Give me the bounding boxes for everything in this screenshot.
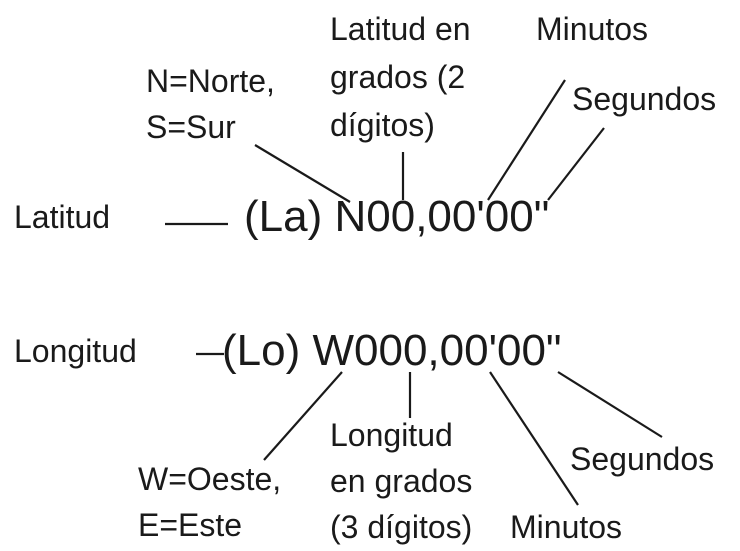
latitude-hemisphere-line-1: N=Norte, — [146, 63, 275, 99]
longitude-seconds-label: Segundos — [570, 441, 715, 477]
longitude-hemisphere-line-2: E=Este — [138, 507, 243, 543]
latitude-label: Latitud — [14, 199, 111, 235]
longitude-degrees-line-2: en grados — [330, 463, 473, 499]
latitude-degrees-line-1: Latitud en — [330, 11, 471, 47]
longitude-formula: (Lo) W000,00'00" — [222, 326, 562, 375]
latitude-seconds-label: Segundos — [572, 81, 717, 117]
lat-hemisphere-connector — [254, 144, 351, 203]
longitude-hemisphere-line-1: W=Oeste, — [138, 461, 282, 497]
latitude-degrees-line-3: dígitos) — [330, 107, 435, 143]
longitude-label: Longitud — [14, 333, 137, 369]
lat-minutes-connector — [487, 79, 566, 201]
lat-seconds-connector — [547, 127, 605, 201]
longitude-degrees-line-3: (3 dígitos) — [330, 509, 473, 545]
latitude-hemisphere-line-2: S=Sur — [146, 109, 236, 145]
latitude-minutes-label: Minutos — [536, 11, 649, 47]
lon-hemisphere-connector — [263, 371, 343, 461]
longitude-degrees-line-1: Longitud — [330, 417, 453, 453]
latitude-formula: (La) N00,00'00" — [244, 192, 550, 241]
latitude-degrees-line-2: grados (2 — [330, 59, 466, 95]
longitude-minutes-label: Minutos — [510, 509, 623, 545]
lon-minutes-connector — [489, 371, 579, 506]
lon-seconds-connector — [557, 371, 663, 438]
